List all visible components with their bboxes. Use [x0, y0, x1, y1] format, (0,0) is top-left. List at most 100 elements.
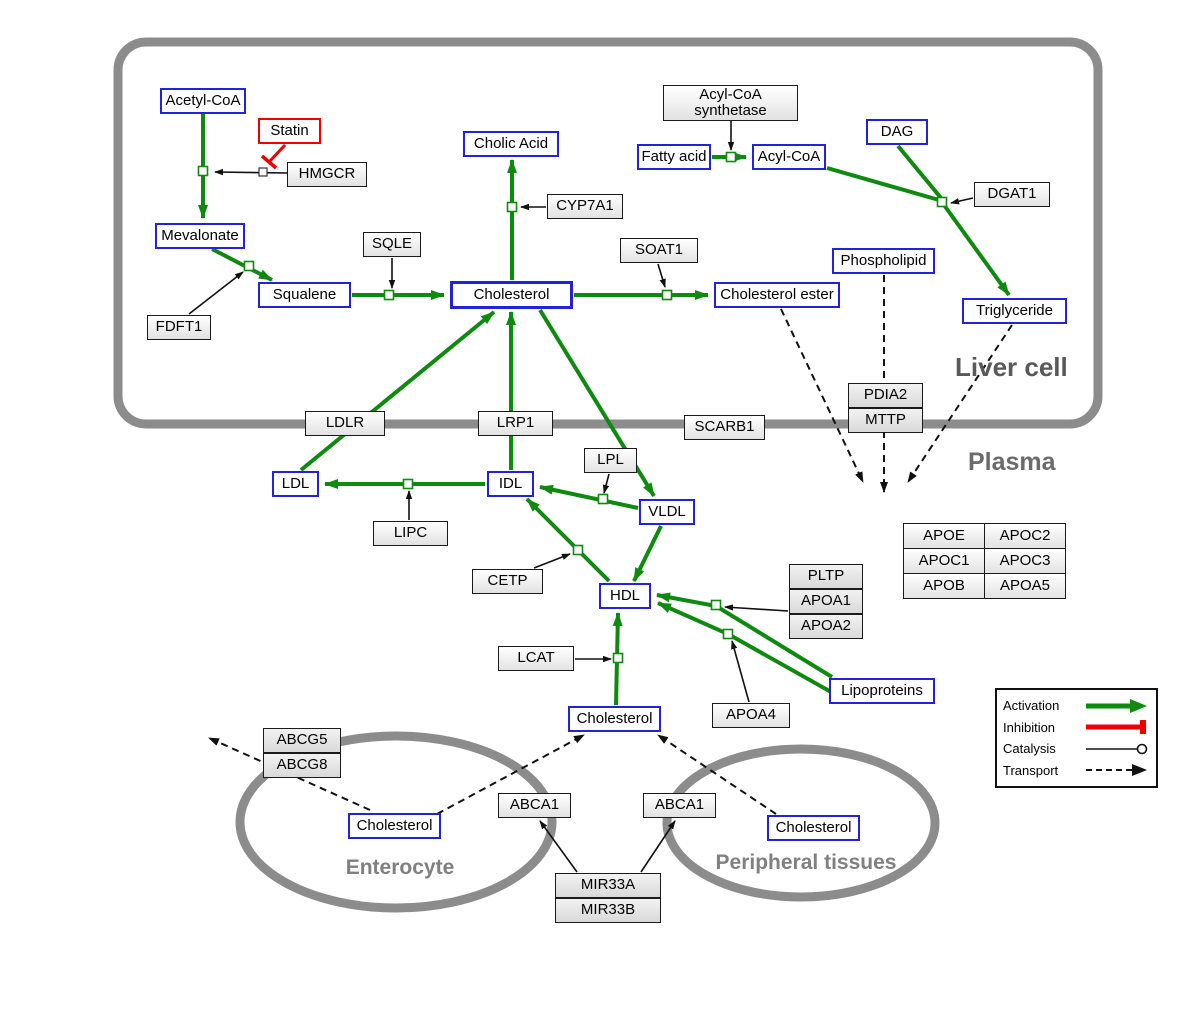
node-apoe[interactable]: APOE: [903, 523, 985, 549]
legend-row-catalysis: Catalysis: [1003, 741, 1150, 757]
statin-anchor-node: [258, 167, 268, 177]
node-abcg5[interactable]: ABCG5: [263, 728, 341, 753]
node-apoc3[interactable]: APOC3: [984, 548, 1066, 574]
node-ldl[interactable]: LDL: [272, 471, 319, 497]
node-abca1-left[interactable]: ABCA1: [498, 793, 571, 818]
node-abcg8[interactable]: ABCG8: [263, 753, 341, 778]
inhibition-statin-tbar: [260, 154, 278, 170]
catalysis-apogroup: [724, 604, 789, 612]
node-fatty-acid[interactable]: Fatty acid: [637, 144, 711, 170]
node-dag[interactable]: DAG: [866, 119, 928, 145]
plasma-label: Plasma: [968, 448, 1056, 476]
node-fdft1[interactable]: FDFT1: [147, 315, 211, 340]
edge-mevalonate-squalene: [211, 247, 273, 282]
edge-ldl-cholesterol-via-ldlr: [299, 310, 496, 472]
node-mir33a[interactable]: MIR33A: [555, 873, 661, 898]
interaction-node: [383, 289, 395, 301]
transport-dashed-arrow-icon: [1086, 764, 1147, 777]
enterocyte-label: Enterocyte: [345, 856, 455, 879]
node-squalene[interactable]: Squalene: [258, 282, 351, 308]
node-cholic-acid[interactable]: Cholic Acid: [463, 131, 559, 157]
node-sqle[interactable]: SQLE: [363, 232, 421, 257]
node-acetyl-coa[interactable]: Acetyl-CoA: [160, 88, 246, 114]
regulation-mir33-abca1-right: [640, 820, 676, 873]
node-statin[interactable]: Statin: [258, 118, 321, 144]
edge-vldl-idl: [539, 484, 639, 510]
node-acyl-coa-synthetase[interactable]: Acyl-CoA synthetase: [663, 85, 798, 121]
node-abca1-right[interactable]: ABCA1: [643, 793, 716, 818]
node-idl[interactable]: IDL: [487, 471, 534, 497]
node-lcat[interactable]: LCAT: [498, 646, 574, 671]
node-apoa5[interactable]: APOA5: [984, 573, 1066, 599]
legend-inhibition-label: Inhibition: [1003, 719, 1056, 735]
node-ldlr[interactable]: LDLR: [305, 411, 385, 436]
node-cholesterol-enterocyte[interactable]: Cholesterol: [348, 813, 441, 839]
edge-dgat1node-triglyceride: [942, 203, 1011, 297]
node-mir33b[interactable]: MIR33B: [555, 898, 661, 923]
node-cholesterol-ester[interactable]: Cholesterol ester: [714, 282, 840, 308]
node-cyp7a1[interactable]: CYP7A1: [547, 194, 623, 219]
node-cholesterol-peripheral[interactable]: Cholesterol: [767, 815, 860, 841]
node-apoc1[interactable]: APOC1: [903, 548, 985, 574]
node-vldl[interactable]: VLDL: [639, 499, 695, 525]
node-mttp[interactable]: MTTP: [848, 408, 923, 433]
node-scarb1[interactable]: SCARB1: [684, 415, 765, 440]
legend-catalysis-label: Catalysis: [1003, 741, 1056, 757]
node-mevalonate[interactable]: Mevalonate: [155, 223, 245, 249]
activation-arrow-icon: [1086, 698, 1147, 713]
node-lrp1[interactable]: LRP1: [478, 411, 553, 436]
catalysis-fdft1: [188, 271, 244, 315]
catalysis-hmgcr: [214, 168, 288, 176]
catalysis-circle-icon: [1086, 743, 1148, 755]
node-pdia2[interactable]: PDIA2: [848, 383, 923, 408]
catalysis-cetp: [533, 553, 571, 569]
interaction-node: [402, 478, 414, 490]
node-triglyceride[interactable]: Triglyceride: [962, 298, 1067, 324]
node-apoc2[interactable]: APOC2: [984, 523, 1066, 549]
node-apoa2[interactable]: APOA2: [789, 614, 863, 639]
node-apoa4[interactable]: APOA4: [712, 703, 790, 728]
interaction-node: [243, 260, 255, 272]
legend-activation-label: Activation: [1003, 698, 1060, 714]
transport-cholesterolester-plasma: [780, 308, 864, 483]
legend-row-activation: Activation: [1003, 698, 1150, 714]
catalysis-dgat1: [950, 197, 974, 205]
interaction-node: [572, 544, 584, 556]
edge-dag-dgat1node: [896, 144, 943, 200]
legend-row-transport: Transport: [1003, 762, 1150, 778]
catalysis-lpl: [602, 473, 610, 494]
legend-transport-label: Transport: [1003, 762, 1059, 778]
edge-vldl-hdl: [632, 525, 663, 582]
transport-triglyceride-plasma: [907, 324, 1013, 483]
node-cholesterol-liver[interactable]: Cholesterol: [450, 281, 573, 309]
node-lipoproteins[interactable]: Lipoproteins: [829, 678, 935, 704]
node-dgat1[interactable]: DGAT1: [974, 182, 1050, 207]
legend: Activation Inhibition Catalysis Transpor…: [995, 688, 1158, 788]
node-soat1[interactable]: SOAT1: [620, 238, 698, 263]
node-hdl[interactable]: HDL: [599, 583, 651, 609]
node-pltp[interactable]: PLTP: [789, 564, 863, 589]
edge-acylcoa-dgat1node: [826, 166, 940, 202]
catalysis-apoa4: [731, 640, 750, 703]
interaction-node: [597, 493, 609, 505]
node-apob[interactable]: APOB: [903, 573, 985, 599]
interaction-node: [725, 151, 737, 163]
catalysis-soat1: [657, 263, 666, 288]
node-lipc[interactable]: LIPC: [373, 521, 448, 546]
interaction-node: [612, 652, 624, 664]
interaction-node: [506, 201, 518, 213]
node-hmgcr[interactable]: HMGCR: [287, 162, 367, 187]
inhibition-statin-hmgcr: [267, 143, 287, 164]
regulation-mir33-abca1-left: [539, 820, 578, 873]
node-lpl[interactable]: LPL: [584, 448, 637, 473]
liver-cell-label: Liver cell: [955, 352, 1068, 382]
node-cholesterol-plasma[interactable]: Cholesterol: [568, 706, 661, 732]
node-acyl-coa[interactable]: Acyl-CoA: [752, 144, 826, 170]
node-cetp[interactable]: CETP: [472, 569, 543, 594]
interaction-node: [936, 196, 948, 208]
transport-enterocyte-abca1-plasma: [436, 734, 585, 815]
node-phospholipid[interactable]: Phospholipid: [832, 248, 935, 274]
node-apoa1[interactable]: APOA1: [789, 589, 863, 614]
edge-hdl-idl-via-cetp: [525, 497, 611, 583]
peripheral-tissues-label: Peripheral tissues: [715, 851, 897, 874]
